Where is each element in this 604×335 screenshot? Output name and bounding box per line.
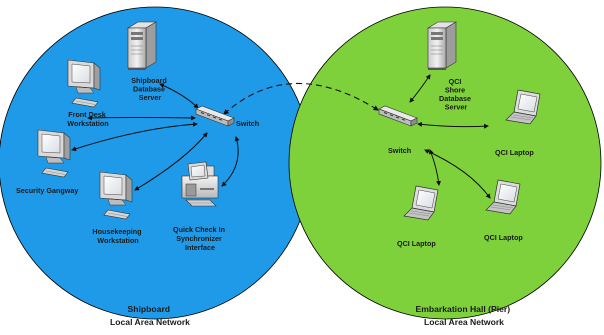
qci-shore-server-icon — [427, 21, 457, 71]
link-qci-switch — [221, 136, 240, 187]
security-gangway-label: Security Gangway — [16, 186, 78, 195]
link-switch-laptop-right — [417, 121, 489, 129]
shipboard-links — [71, 83, 240, 191]
link-switch-laptop-bottom-right — [424, 149, 491, 199]
shipboard-server-label: Shipboard Database Server — [131, 76, 169, 102]
link-housekeeping-switch — [134, 132, 208, 191]
link-frontdesk-switch — [87, 115, 196, 121]
shipboard-switch-label: Switch — [236, 119, 259, 128]
link-shore-server-switch — [409, 74, 431, 103]
inter-network-dashed-link — [223, 82, 379, 115]
pier-links — [409, 74, 491, 199]
pier-caption: Embarkation Hall (Pier) Local Area Netwo… — [416, 304, 513, 327]
housekeeping-label: Housekeeping Workstation — [92, 227, 143, 245]
shipboard-caption: Shipboard Local Area Network — [110, 304, 190, 327]
front-desk-label: Front Desk Workstation — [67, 110, 108, 128]
qci-shore-server-label: QCI Shore Database Server — [439, 77, 473, 112]
pier-switch-label: Switch — [388, 146, 411, 155]
qci-laptop-bottom-right-label: QCI Laptop — [484, 233, 523, 242]
shipboard-server-icon — [127, 21, 157, 71]
quick-check-in-label: Quick Check In Synchronizer Interface — [173, 225, 227, 252]
link-server-switch — [159, 83, 199, 109]
qci-laptop-right-label: QCI Laptop — [495, 148, 534, 157]
qci-laptop-bottom-left-label: QCI Laptop — [397, 239, 436, 248]
